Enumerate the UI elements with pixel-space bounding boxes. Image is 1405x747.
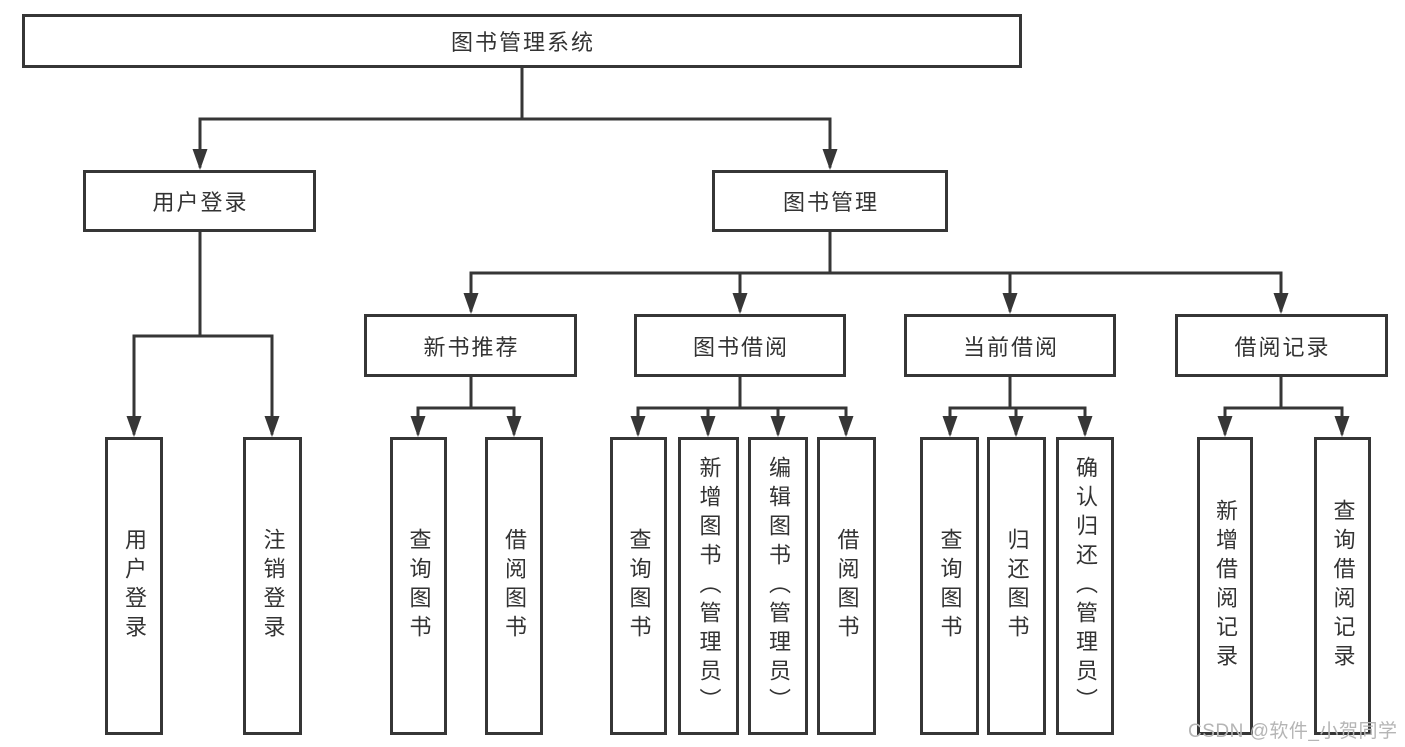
branch-new-book-recommend xyxy=(416,375,516,435)
leaf-query-borrow-record: 查询借阅记录 xyxy=(1314,437,1371,735)
leaf-query-book-recommend-label: 查询图书 xyxy=(406,528,432,644)
leaf-user-login: 用户登录 xyxy=(105,437,163,735)
branch-book-management xyxy=(469,230,1283,312)
branch-root xyxy=(198,66,832,168)
branch-user-login xyxy=(132,230,274,435)
leaf-borrow-book-recommend-label: 借阅图书 xyxy=(502,528,527,644)
leaf-confirm-return-admin: 确认归还（管理员） xyxy=(1056,437,1114,735)
leaf-logout: 注销登录 xyxy=(243,437,302,735)
leaf-edit-book-admin: 编辑图书（管理员） xyxy=(748,437,808,735)
node-new-book-recommend: 新书推荐 xyxy=(364,314,577,377)
leaf-query-book-current-label: 查询图书 xyxy=(937,528,963,644)
leaf-query-book-current: 查询图书 xyxy=(920,437,979,735)
branch-borrowing-records xyxy=(1223,375,1344,435)
leaf-return-book-label: 归还图书 xyxy=(1004,528,1030,644)
leaf-logout-label: 注销登录 xyxy=(260,528,286,644)
node-user-login: 用户登录 xyxy=(83,170,316,232)
leaf-query-book-recommend: 查询图书 xyxy=(390,437,447,735)
watermark: CSDN @软件_小贺同学 xyxy=(1188,721,1398,742)
leaf-query-book-borrowing-label: 查询图书 xyxy=(626,528,652,644)
leaf-confirm-return-admin-label: 确认归还（管理员） xyxy=(1073,455,1098,717)
leaf-add-book-admin: 新增图书（管理员） xyxy=(678,437,739,735)
node-book-borrowing: 图书借阅 xyxy=(634,314,846,377)
arrowheads xyxy=(126,149,1350,437)
node-book-management: 图书管理 xyxy=(712,170,948,232)
leaf-return-book: 归还图书 xyxy=(987,437,1046,735)
leaf-edit-book-admin-label: 编辑图书（管理员） xyxy=(766,455,791,717)
leaf-borrow-book: 借阅图书 xyxy=(817,437,876,735)
leaf-query-borrow-record-label: 查询借阅记录 xyxy=(1330,499,1356,673)
leaf-borrow-book-label: 借阅图书 xyxy=(834,528,860,644)
leaf-user-login-label: 用户登录 xyxy=(122,528,147,644)
leaf-add-borrow-record: 新增借阅记录 xyxy=(1197,437,1253,735)
leaf-add-book-admin-label: 新增图书（管理员） xyxy=(696,455,722,717)
node-library-system: 图书管理系统 xyxy=(22,14,1022,68)
node-borrowing-records: 借阅记录 xyxy=(1175,314,1388,377)
leaf-add-borrow-record-label: 新增借阅记录 xyxy=(1213,499,1238,673)
leaf-borrow-book-recommend: 借阅图书 xyxy=(485,437,543,735)
node-current-borrowing: 当前借阅 xyxy=(904,314,1116,377)
leaf-query-book-borrowing: 查询图书 xyxy=(610,437,667,735)
branch-book-borrowing xyxy=(636,375,848,435)
